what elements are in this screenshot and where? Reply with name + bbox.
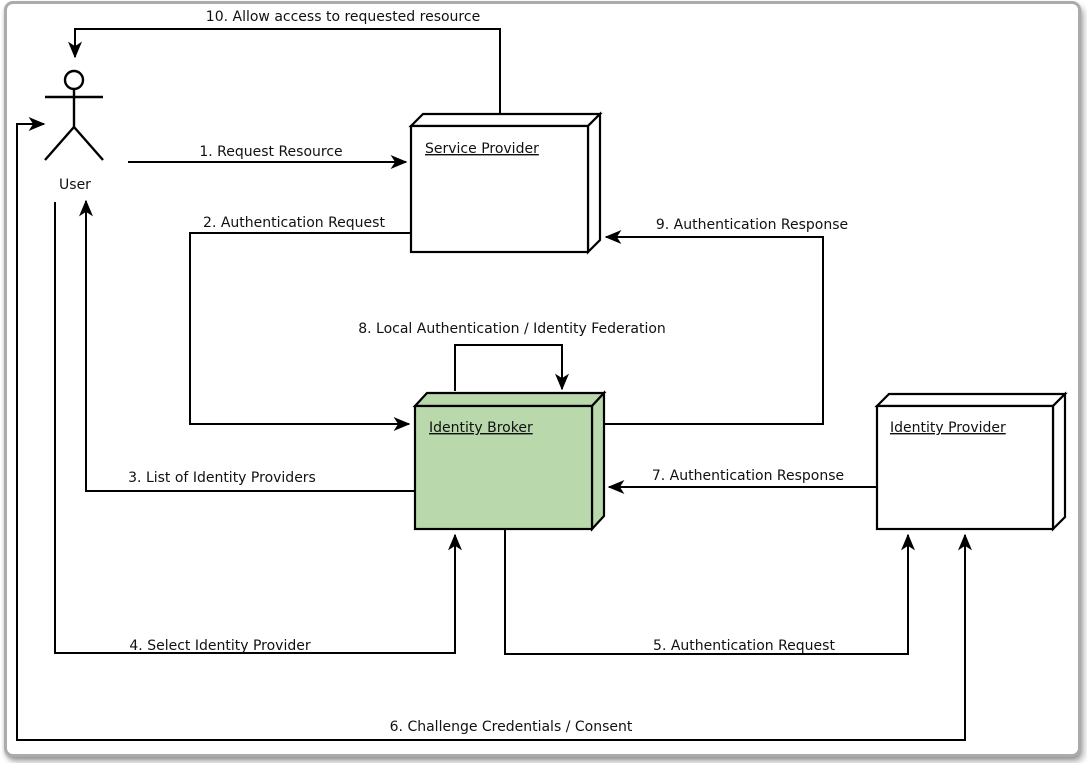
identity-broker-title: Identity Broker xyxy=(429,420,533,436)
flow-7: 7. Authentication Response xyxy=(607,468,877,494)
service-provider-front-face xyxy=(409,124,590,254)
flow-9-line xyxy=(604,230,824,425)
flow-4: 4. Select Identity Provider xyxy=(54,202,462,654)
flow-8: 8. Local Authentication / Identity Feder… xyxy=(358,321,666,391)
flow-3: 3. List of Identity Providers xyxy=(79,199,415,492)
flow-8-label: 8. Local Authentication / Identity Feder… xyxy=(358,321,666,337)
service-provider-title: Service Provider xyxy=(425,141,539,157)
flow-7-label: 7. Authentication Response xyxy=(652,468,844,484)
flow-5-label: 5. Authentication Request xyxy=(653,638,835,654)
identity-provider-top-face xyxy=(874,392,1068,408)
user-label: User xyxy=(59,177,91,193)
flow-5: 5. Authentication Request xyxy=(504,529,915,655)
identity-provider-right-face xyxy=(1051,391,1067,532)
flow-3-line xyxy=(79,199,415,492)
identity-provider-title: Identity Provider xyxy=(890,420,1006,436)
service-provider-right-face xyxy=(586,111,602,255)
user-leg-right xyxy=(73,126,104,161)
identity-broker-right-face xyxy=(590,390,606,532)
flow-5-line xyxy=(504,529,915,655)
flow-10-label: 10. Allow access to requested resource xyxy=(206,9,480,25)
flow-8-line xyxy=(454,344,569,391)
flow-4-label: 4. Select Identity Provider xyxy=(129,638,310,654)
flow-1-label: 1. Request Resource xyxy=(199,144,342,160)
flow-3-label: 3. List of Identity Providers xyxy=(128,470,316,486)
flow-6: 6. Challenge Credentials / Consent xyxy=(16,117,972,741)
flow-9: 9. Authentication Response xyxy=(604,217,848,425)
user-actor: User xyxy=(44,69,104,193)
identity-broker-top-face xyxy=(412,391,607,408)
flow-9-label: 9. Authentication Response xyxy=(656,217,848,233)
flow-6-line xyxy=(16,117,972,741)
service-provider-top-face xyxy=(408,112,603,128)
flow-10: 10. Allow access to requested resource xyxy=(68,9,501,114)
identity-broker-node: Identity Broker xyxy=(412,390,607,532)
user-head xyxy=(63,69,85,91)
identity-broker-front-face xyxy=(413,404,594,531)
identity-provider-node: Identity Provider xyxy=(874,391,1068,532)
identity-provider-front-face xyxy=(875,404,1055,531)
flow-2-label: 2. Authentication Request xyxy=(203,215,385,231)
flow-2: 2. Authentication Request xyxy=(189,215,411,431)
service-provider-node: Service Provider xyxy=(408,111,603,255)
user-leg-left xyxy=(44,126,75,161)
flow-4-line xyxy=(54,202,462,654)
flow-6-label: 6. Challenge Credentials / Consent xyxy=(390,719,633,735)
flow-10-line xyxy=(68,28,501,114)
flow-1: 1. Request Resource xyxy=(128,144,408,169)
